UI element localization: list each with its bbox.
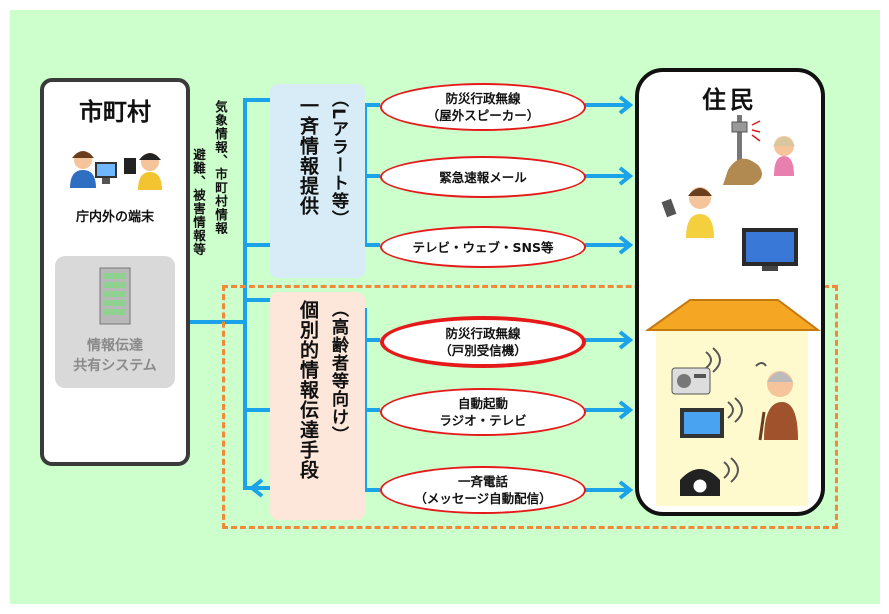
shared-system-label: 情報伝達 共有システム — [73, 338, 157, 374]
individual-category-main: 個別的情報伝達手段 — [297, 300, 319, 480]
info-type-weather: 気象情報、市町村情報 — [213, 100, 228, 235]
channel-auto-radio-tv: 自動起動ラジオ・テレビ — [380, 388, 586, 436]
individual-means-frame — [222, 285, 838, 529]
info-type-evacuation: 避難、被害情報等 — [191, 148, 206, 256]
channel-household-receiver: 防災行政無線（戸別受信機） — [380, 316, 586, 368]
channel-mass-phone: 一斉電話（メッセージ自動配信） — [380, 466, 586, 514]
elderly-resident-icon — [755, 362, 798, 441]
residents-title: 住民 — [702, 86, 758, 114]
terminal-label: 庁内外の端末 — [75, 210, 154, 225]
channel-emergency-mail: 緊急速報メール — [380, 156, 586, 198]
tv-icon — [742, 228, 798, 271]
channel-tv-web-sns: テレビ・ウェブ・SNS等 — [380, 226, 586, 268]
telephone-icon — [680, 457, 739, 496]
listening-resident-icon — [773, 136, 795, 176]
municipality-title: 市町村 — [79, 98, 151, 126]
radio-icon — [671, 347, 721, 395]
outdoor-speaker-icon — [723, 115, 762, 185]
channel-outdoor-speaker: 防災行政無線（屋外スピーカー） — [380, 83, 586, 131]
auto-tv-icon — [680, 397, 743, 438]
return-arrow-head — [248, 478, 264, 498]
individual-category-sub: （高齢者等向け） — [328, 300, 348, 444]
individual-category-box — [270, 292, 365, 520]
phone-user-icon — [661, 187, 714, 238]
broadcast-category-main: 一斉情報提供 — [297, 96, 319, 216]
broadcast-category-sub: （Lアラート等） — [328, 90, 348, 228]
broadcast-category-box — [270, 84, 365, 278]
